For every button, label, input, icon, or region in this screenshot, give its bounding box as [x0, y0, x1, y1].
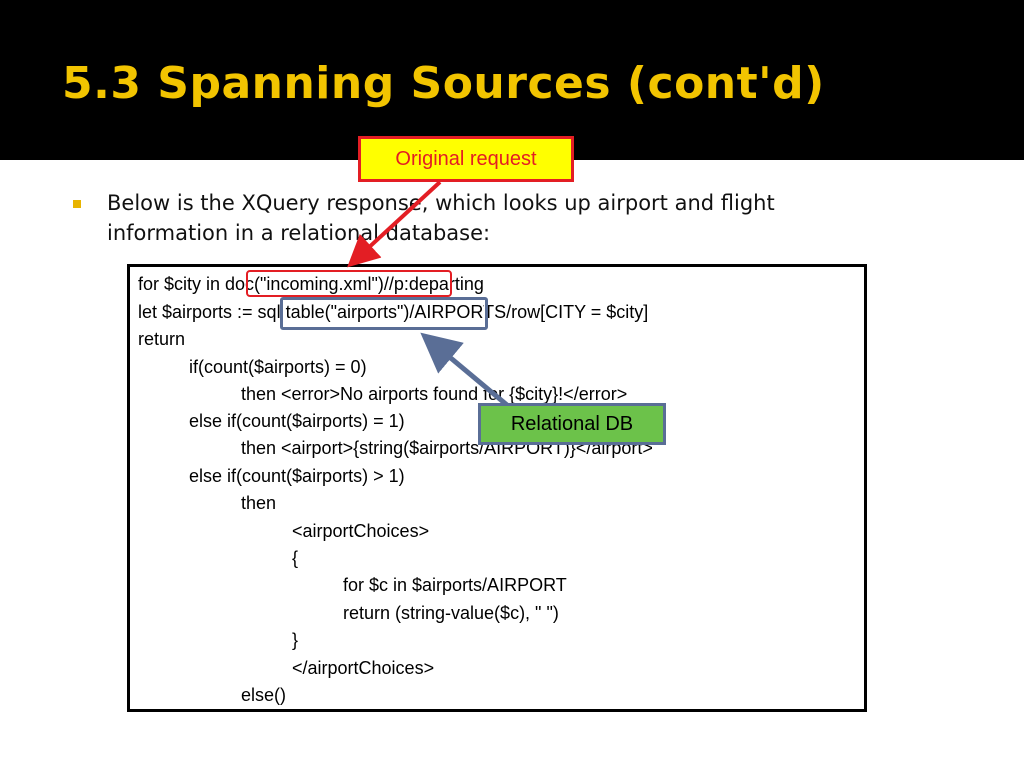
sql-table-highlight [280, 297, 488, 330]
code-line: then <error>No airports found for {$city… [241, 384, 628, 404]
code-line: return [138, 329, 186, 349]
code-box [127, 264, 867, 712]
code-line: { [292, 548, 299, 568]
bullet-text: Below is the XQuery response, which look… [107, 191, 775, 245]
relational-db-label: Relational DB [510, 412, 634, 435]
code-line: if(count($airports) = 0) [189, 357, 367, 377]
original-request-callout: Original request [358, 136, 574, 182]
code-line: let $airports := sql:table("airports")/A… [138, 302, 649, 322]
arrow-original-request [347, 180, 442, 268]
bullet-square-icon [73, 200, 81, 208]
code-line: return (string-value($c), " ") [343, 603, 559, 623]
title-band: 5.3 Spanning Sources (cont'd) [0, 0, 1024, 160]
code-line: </airportChoices> [292, 658, 435, 678]
code-line: else if(count($airports) > 1) [189, 466, 405, 486]
relational-db-callout: Relational DB [478, 403, 666, 445]
code-line: for $city in doc("incoming.xml")//p:depa… [138, 274, 484, 294]
code-line: else if(count($airports) = 1) [189, 411, 405, 431]
original-request-label: Original request [395, 147, 537, 170]
code-line: else() [241, 685, 287, 705]
code-line: for $c in $airports/AIRPORT [343, 575, 567, 595]
code-line: } [292, 630, 299, 650]
slide-title: 5.3 Spanning Sources (cont'd) [62, 58, 825, 109]
code-line: <airportChoices> [292, 521, 430, 541]
code-line: then [241, 493, 277, 513]
arrow-relational-db [420, 332, 509, 407]
doc-call-highlight [246, 270, 452, 297]
